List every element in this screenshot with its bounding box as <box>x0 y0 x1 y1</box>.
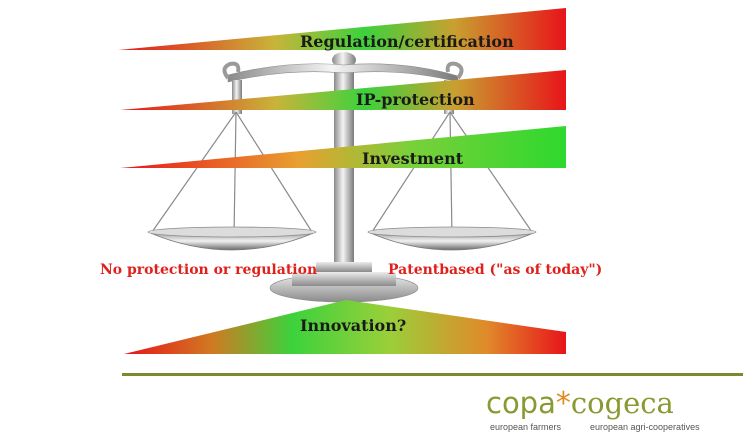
wedge-investment-label: Investment <box>362 149 464 168</box>
scale-scroll-right <box>445 61 464 80</box>
scale-chain <box>233 111 237 237</box>
scale-chain <box>235 111 313 233</box>
copa-cogeca-logo: copa*cogeca european farmers european ag… <box>486 386 726 436</box>
scale-chain <box>449 111 453 237</box>
wedge-investment <box>120 126 566 168</box>
scale-hanger-left <box>232 80 242 114</box>
scale-chain <box>449 111 533 233</box>
scale-scroll-left <box>222 61 241 80</box>
wedge-ip-protection <box>120 70 566 110</box>
logo-star-icon: * <box>555 386 571 421</box>
scale-finial <box>332 52 356 68</box>
scale-pan-right-rim <box>367 226 537 238</box>
scale-chain <box>151 111 237 233</box>
logo-subtitle-right: european agri-cooperatives <box>590 422 700 432</box>
wedge-regulation-label: Regulation/certification <box>300 32 514 51</box>
divider-rule <box>122 373 743 376</box>
logo-part-cogeca: cogeca <box>570 386 674 420</box>
logo-wordmark: copa*cogeca <box>486 386 674 421</box>
wedge-ip-protection-label: IP-protection <box>356 90 475 109</box>
scale-pan-left-rim <box>147 226 317 238</box>
scale-base-step <box>292 272 396 286</box>
wedge-innovation <box>124 300 566 354</box>
balance-scale <box>147 52 537 303</box>
right-pan-label: Patentbased ("as of today") <box>388 262 603 278</box>
scale-chain <box>371 111 451 233</box>
scale-base-upper <box>316 262 372 272</box>
logo-part-copa: copa <box>486 386 556 420</box>
left-pan-label: No protection or regulation <box>100 262 318 278</box>
wedge-regulation <box>118 8 566 50</box>
logo-subtitle-left: european farmers <box>490 422 562 432</box>
wedge-innovation-label: Innovation? <box>300 316 407 335</box>
